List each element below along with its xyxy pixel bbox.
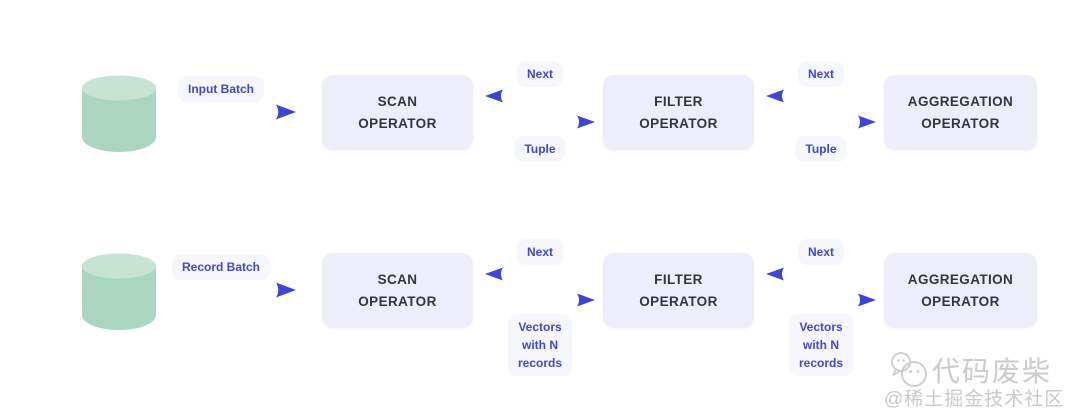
record-batch-label: Record Batch <box>171 254 271 280</box>
scan-operator-box: SCAN OPERATOR <box>322 253 473 328</box>
arrow-right-icon <box>170 102 298 122</box>
tuple-label: Tuple <box>795 136 847 162</box>
arrow-left-icon <box>484 266 596 282</box>
scan-operator-box: SCAN OPERATOR <box>322 75 473 150</box>
arrow-left-icon <box>484 88 596 104</box>
next-label: Next <box>797 239 845 265</box>
input-batch-label: Input Batch <box>178 76 264 102</box>
arrow-right-icon <box>484 292 596 308</box>
next-label: Next <box>516 61 564 87</box>
watermark-brand: 代码废柴 <box>932 356 1053 387</box>
arrow-left-icon <box>765 88 877 104</box>
aggregation-operator-box: AGGREGATION OPERATOR <box>884 75 1037 150</box>
aggregation-operator-box: AGGREGATION OPERATOR <box>884 253 1037 328</box>
arrow-right-icon <box>484 114 596 130</box>
next-label: Next <box>797 61 845 87</box>
pipeline-row-vector: Record Batch SCAN OPERATOR FILTER OPERAT… <box>0 178 1080 387</box>
tuple-label: Tuple <box>514 136 566 162</box>
filter-operator-box: FILTER OPERATOR <box>603 253 754 328</box>
database-icon <box>80 74 158 154</box>
pipeline-row-tuple: Input Batch SCAN OPERATOR FILTER OPERATO… <box>80 61 1037 162</box>
vectors-label: Vectors with N records <box>788 314 854 376</box>
brand-logo-icon <box>888 350 930 392</box>
filter-operator-box: FILTER OPERATOR <box>603 75 754 150</box>
database-icon <box>80 252 158 332</box>
vectors-label: Vectors with N records <box>507 314 573 376</box>
arrow-right-icon <box>765 114 877 130</box>
next-label: Next <box>516 239 564 265</box>
watermark-community: @稀土掘金技术社区 <box>884 389 1065 410</box>
arrow-right-icon <box>765 292 877 308</box>
arrow-right-icon <box>170 280 298 300</box>
arrow-left-icon <box>765 266 877 282</box>
